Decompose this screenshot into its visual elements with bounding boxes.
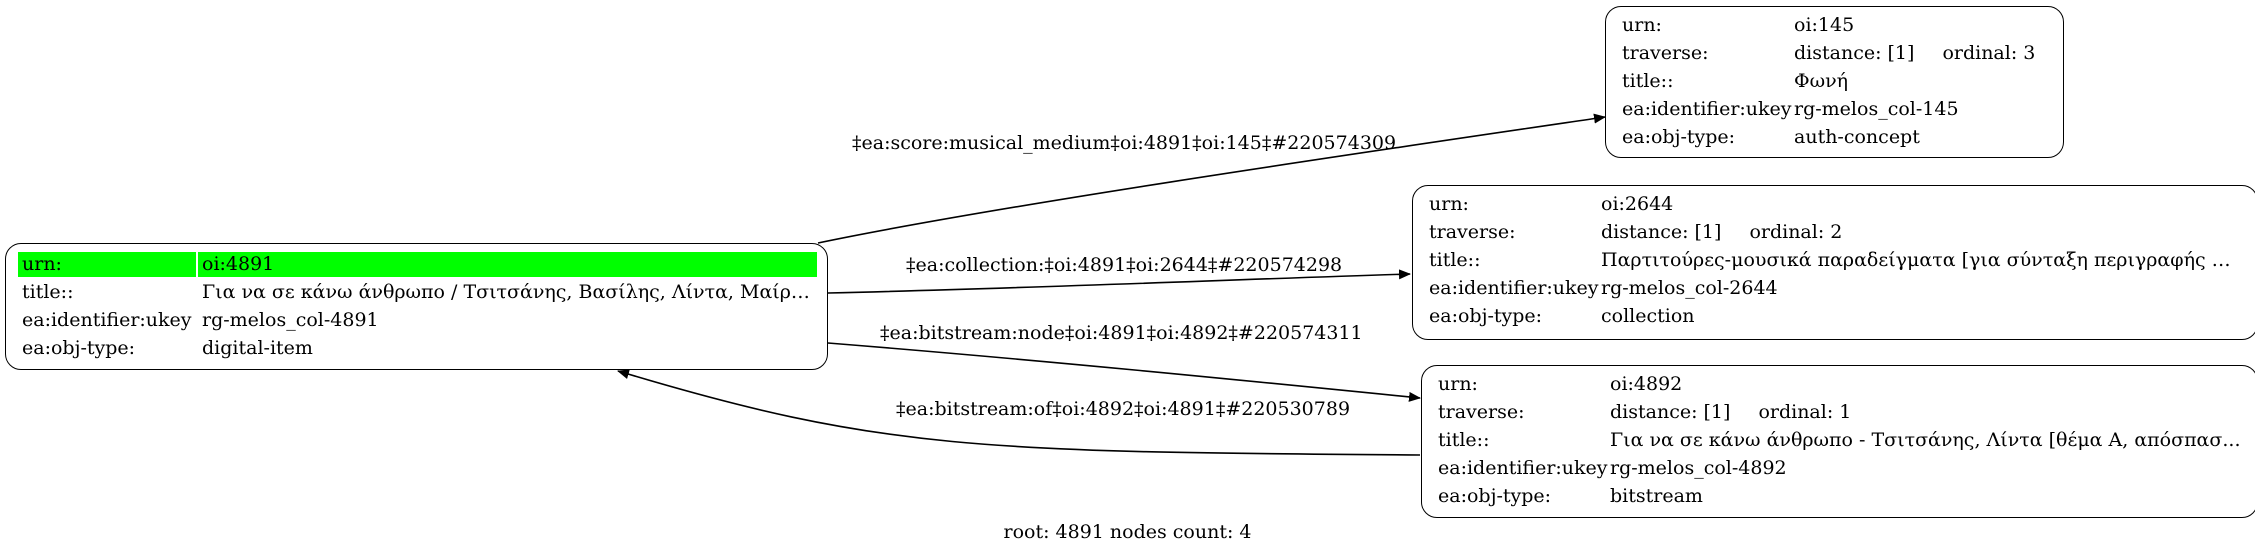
node-row-urn: urn: oi:4891 <box>18 252 817 277</box>
row-key: urn: <box>1438 373 1478 395</box>
row-value: bitstream <box>1610 485 1703 507</box>
node-row-obj-type: ea:obj-type: bitstream <box>1434 484 2247 509</box>
row-value: distance: [1] ordinal: 3 <box>1794 41 2053 66</box>
row-value: digital-item <box>202 337 313 359</box>
row-key: traverse: <box>1438 401 1525 423</box>
node-row-ukey: ea:identifier:ukey rg-melos_col-4892 <box>1434 456 2247 481</box>
traverse-distance: distance: [1] <box>1794 42 1915 64</box>
row-key: title:: <box>1438 429 1490 451</box>
node-row-traverse: traverse: distance: [1] ordinal: 3 <box>1618 41 2053 66</box>
row-value: oi:145 <box>1794 14 1855 36</box>
node-row-traverse: traverse: distance: [1] ordinal: 1 <box>1434 400 2247 425</box>
edge-root-to-4892 <box>827 342 1421 402</box>
node-oi-4891[interactable]: urn: oi:4891 title:: Για να σε κάνω άνθρ… <box>5 243 828 370</box>
row-value: rg-melos_col-4891 <box>202 309 379 331</box>
row-key: title:: <box>1622 70 1674 92</box>
traverse-ordinal: ordinal: 2 <box>1749 221 1843 243</box>
row-key: ea:identifier:ukey <box>22 309 192 331</box>
row-value: Για να σε κάνω άνθρωπο / Τσιτσάνης, Βασί… <box>202 281 817 303</box>
node-row-ukey: ea:identifier:ukey rg-melos_col-145 <box>1618 97 2053 122</box>
edge-label-bitstream-of: ‡ea:bitstream:of‡oi:4892‡oi:4891‡#220530… <box>896 398 1351 420</box>
row-value: rg-melos_col-2644 <box>1601 277 1778 299</box>
edge-label-bitstream-node: ‡ea:bitstream:node‡oi:4891‡oi:4892‡#2205… <box>880 322 1363 344</box>
row-key: ea:obj-type: <box>22 337 136 359</box>
node-row-traverse: traverse: distance: [1] ordinal: 2 <box>1425 220 2247 245</box>
node-row-title: title:: Παρτιτούρες-μουσικά παραδείγματα… <box>1425 248 2247 273</box>
row-key: title:: <box>22 281 74 303</box>
node-oi-4892[interactable]: urn: oi:4892 traverse: distance: [1] ordi… <box>1421 365 2255 518</box>
node-row-ukey: ea:identifier:ukey rg-melos_col-2644 <box>1425 276 2247 301</box>
row-value: rg-melos_col-145 <box>1794 98 1959 120</box>
node-row-title: title:: Για να σε κάνω άνθρωπο - Τσιτσάν… <box>1434 428 2247 453</box>
row-value: rg-melos_col-4892 <box>1610 457 1787 479</box>
node-oi-2644[interactable]: urn: oi:2644 traverse: distance: [1] ordi… <box>1412 185 2255 340</box>
row-key: title:: <box>1429 249 1481 271</box>
edge-label-musical-medium: ‡ea:score:musical_medium‡oi:4891‡oi:145‡… <box>852 132 1397 154</box>
row-key: ea:identifier:ukey <box>1438 457 1608 479</box>
row-value: oi:2644 <box>1601 193 1674 215</box>
traverse-ordinal: ordinal: 3 <box>1942 42 2036 64</box>
row-value: Φωνή <box>1794 70 1849 92</box>
row-key: traverse: <box>1429 221 1516 243</box>
row-value: auth-concept <box>1794 126 1920 148</box>
traverse-distance: distance: [1] <box>1601 221 1722 243</box>
node-oi-145[interactable]: urn: oi:145 traverse: distance: [1] ordin… <box>1605 6 2064 158</box>
node-row-ukey: ea:identifier:ukey rg-melos_col-4891 <box>18 308 817 333</box>
edge-root-to-2644 <box>827 269 1411 294</box>
row-key: urn: <box>1622 14 1662 36</box>
node-row-title: title:: Για να σε κάνω άνθρωπο / Τσιτσάν… <box>18 280 817 305</box>
traverse-ordinal: ordinal: 1 <box>1758 401 1852 423</box>
node-row-urn: urn: oi:145 <box>1618 13 2053 38</box>
node-row-obj-type: ea:obj-type: collection <box>1425 304 2247 329</box>
row-key: ea:identifier:ukey <box>1429 277 1599 299</box>
row-value: oi:4892 <box>1610 373 1683 395</box>
row-value: Για να σε κάνω άνθρωπο - Τσιτσάνης, Λίντ… <box>1610 429 2241 451</box>
row-key: ea:identifier:ukey <box>1622 98 1792 120</box>
row-value: distance: [1] ordinal: 2 <box>1601 220 2247 245</box>
row-key: urn: <box>22 253 62 275</box>
row-value: Παρτιτούρες-μουσικά παραδείγματα [για σύ… <box>1601 249 2247 271</box>
node-row-urn: urn: oi:2644 <box>1425 192 2247 217</box>
edge-label-collection: ‡ea:collection:‡oi:4891‡oi:2644‡#2205742… <box>906 254 1343 276</box>
row-key: ea:obj-type: <box>1438 485 1552 507</box>
node-row-obj-type: ea:obj-type: digital-item <box>18 336 817 361</box>
row-value: collection <box>1601 305 1695 327</box>
traverse-distance: distance: [1] <box>1610 401 1731 423</box>
row-value: distance: [1] ordinal: 1 <box>1610 400 2247 425</box>
row-key: urn: <box>1429 193 1469 215</box>
node-row-title: title:: Φωνή <box>1618 69 2053 94</box>
row-key: traverse: <box>1622 42 1709 64</box>
edge-root-to-145 <box>817 113 1606 244</box>
node-row-urn: urn: oi:4892 <box>1434 372 2247 397</box>
edge-4892-to-root <box>617 369 1421 456</box>
row-key: ea:obj-type: <box>1429 305 1543 327</box>
node-row-obj-type: ea:obj-type: auth-concept <box>1618 125 2053 150</box>
row-value: oi:4891 <box>202 253 275 275</box>
diagram-footer: root: 4891 nodes count: 4 <box>1003 521 1252 543</box>
row-key: ea:obj-type: <box>1622 126 1736 148</box>
